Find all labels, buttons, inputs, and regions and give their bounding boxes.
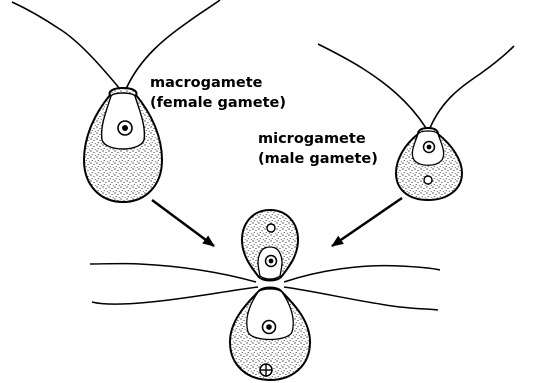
fusion-flagellum-lower-right	[284, 287, 438, 310]
eyespot-icon	[267, 224, 275, 232]
eyespot-icon	[424, 176, 432, 184]
fusion-flagellum-upper-right	[284, 266, 440, 282]
macrogamete-flagellum-left	[12, 2, 120, 89]
nucleus-dot-icon	[122, 125, 128, 131]
fusion-flagellum-lower-left	[92, 287, 258, 304]
fusion-flagellum-upper-left	[90, 264, 256, 282]
macrogamete-sublabel: (female gamete)	[150, 95, 286, 111]
macrogamete-label: macrogamete	[150, 75, 263, 91]
arrow-left	[152, 200, 214, 246]
arrow-right	[332, 198, 402, 246]
nucleus-dot-icon	[427, 145, 432, 150]
microgamete-label: microgamete	[258, 131, 366, 147]
nucleus-dot-icon	[269, 259, 274, 264]
microgamete-cell	[318, 44, 514, 200]
microgamete-flagellum-left	[318, 44, 426, 128]
nucleus-dot-icon	[266, 324, 272, 330]
crossed-circle-icon	[260, 364, 272, 376]
microgamete-sublabel: (male gamete)	[258, 151, 378, 167]
fusing-gametes	[90, 210, 440, 380]
microgamete-flagellum-right	[430, 46, 514, 128]
